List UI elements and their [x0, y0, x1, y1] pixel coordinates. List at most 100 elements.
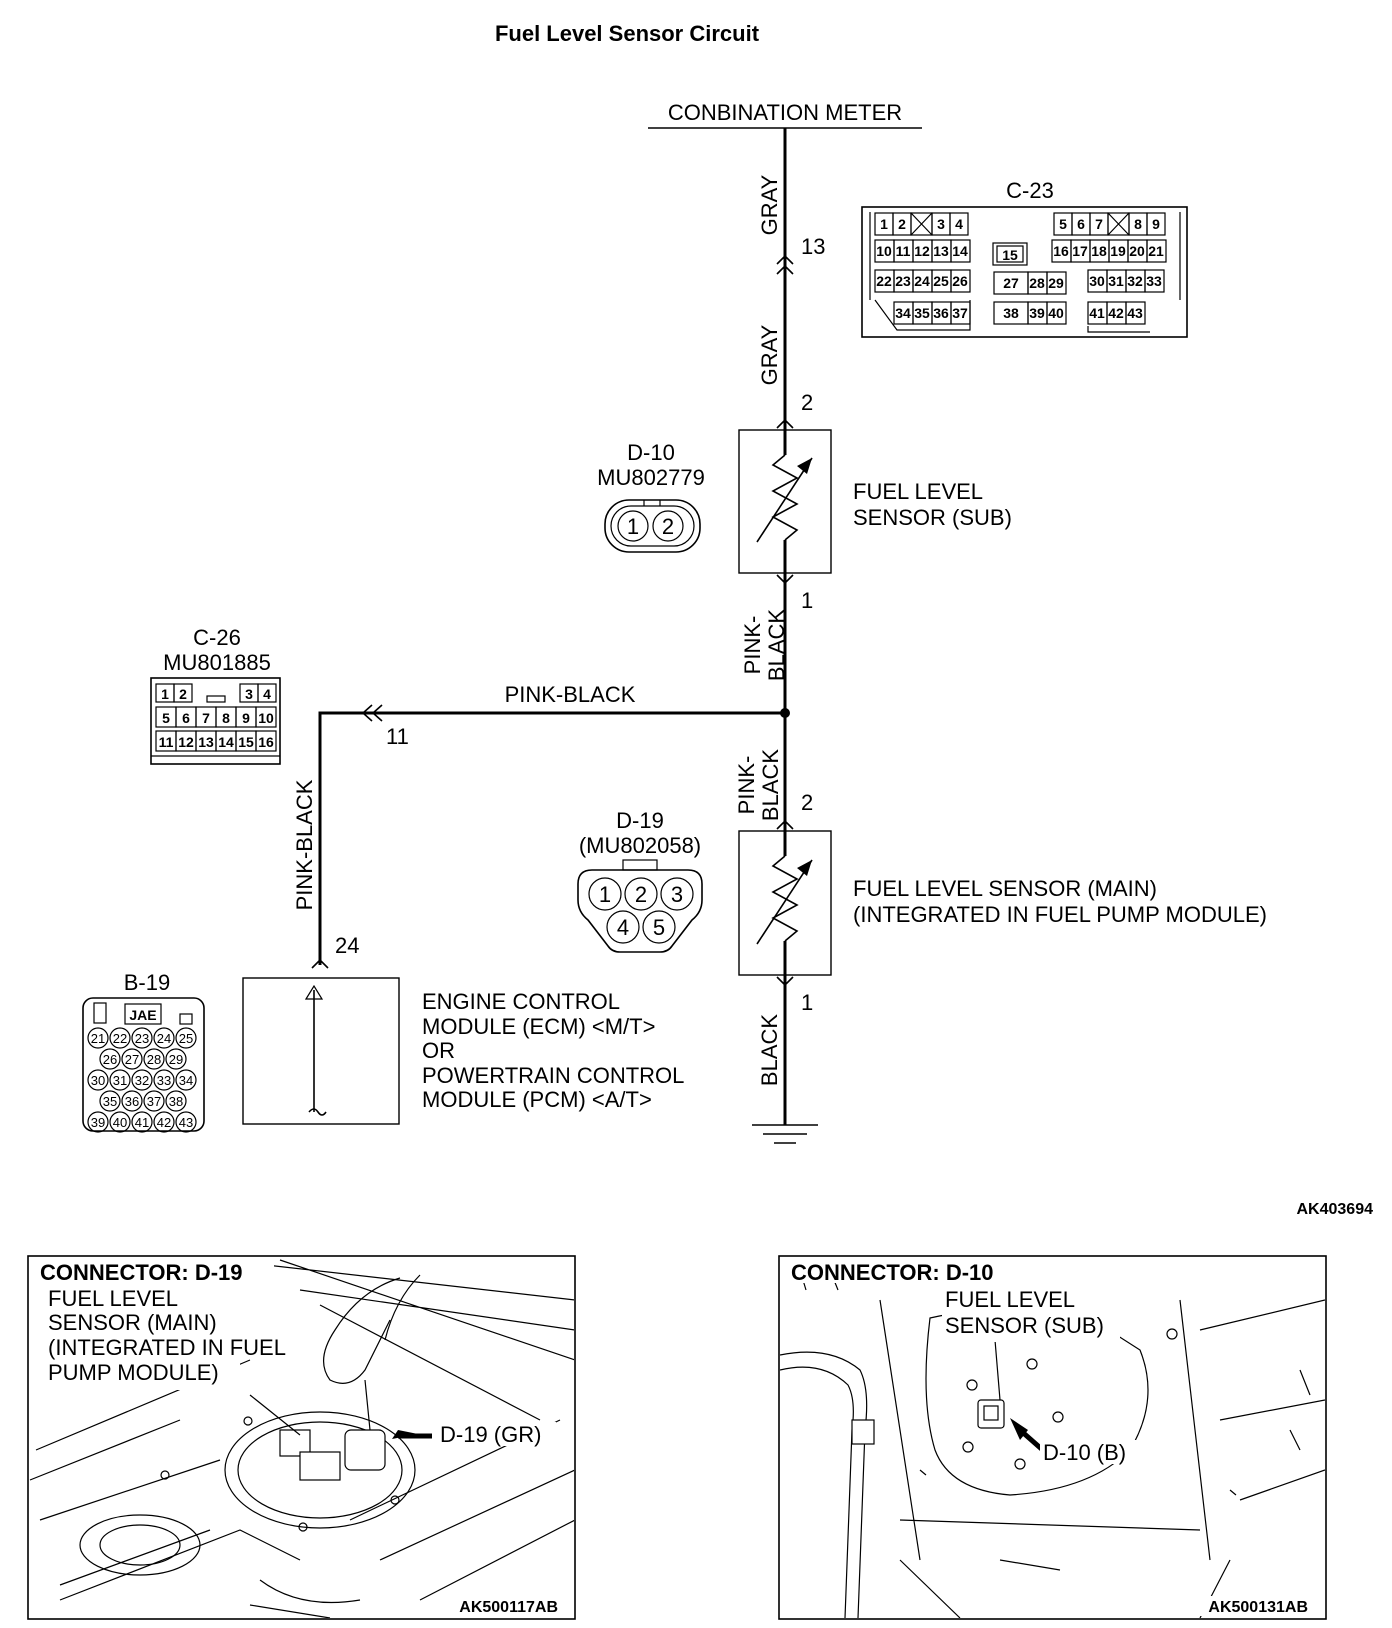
d19-part: (MU802058)	[579, 833, 701, 858]
c26-part: MU801885	[163, 650, 271, 675]
connector-d10-face: 1 2	[604, 499, 701, 553]
b19-pin-label: 22	[113, 1031, 127, 1046]
b19-label: B-19	[124, 970, 170, 995]
svg-text:42: 42	[1108, 305, 1124, 321]
svg-text:18: 18	[1091, 243, 1107, 259]
b19-pin	[109, 1069, 131, 1091]
wire-label-pink-black-horizontal: PINK-BLACK	[505, 682, 636, 707]
inset-left-callout-1: FUEL LEVEL	[48, 1286, 178, 1311]
svg-text:37: 37	[952, 305, 968, 321]
svg-text:5: 5	[1059, 216, 1067, 232]
svg-text:35: 35	[914, 305, 930, 321]
b19-pin-label: 34	[179, 1073, 193, 1088]
b19-pin-label: 35	[103, 1094, 117, 1109]
b19-pin	[165, 1090, 187, 1112]
inset-connector-d10: CONNECTOR: D-10 FUEL LEVEL SENSOR (SUB) …	[778, 1255, 1327, 1620]
sub-label-line1: FUEL LEVEL	[853, 479, 983, 504]
svg-text:28: 28	[1029, 275, 1045, 291]
b19-pin-label: 24	[157, 1031, 171, 1046]
inset-left-callout-2: SENSOR (MAIN)	[48, 1310, 217, 1335]
inset-left-heading: CONNECTOR: D-19	[40, 1260, 243, 1285]
wire-label-gray-upper: GRAY	[757, 174, 782, 235]
b19-pin	[87, 1111, 109, 1133]
svg-text:36: 36	[933, 305, 949, 321]
inset-connector-d19: CONNECTOR: D-19 FUEL LEVEL SENSOR (MAIN)…	[27, 1255, 576, 1620]
ecm-box	[242, 977, 400, 1125]
b19-pin	[131, 1111, 153, 1133]
svg-text:10: 10	[876, 243, 892, 259]
connector-mark-11	[361, 704, 383, 722]
svg-text:9: 9	[1152, 216, 1160, 232]
svg-text:39: 39	[1029, 305, 1045, 321]
ecm-pin-24: 24	[335, 933, 359, 958]
wire-label-pink-black-left: PINK-BLACK	[292, 779, 317, 910]
figure-code: AK403694	[1297, 1201, 1374, 1218]
b19-pin	[165, 1048, 187, 1070]
inset-left-callout-4: PUMP MODULE)	[48, 1360, 219, 1385]
b19-pin-label: 41	[135, 1115, 149, 1130]
ecm-label-line1: ENGINE CONTROL	[422, 989, 620, 1014]
svg-text:1: 1	[627, 514, 639, 539]
pink-black-branch-wire	[318, 711, 785, 965]
sub-bottom-connector-mark	[776, 574, 794, 585]
inset-left-callout-3: (INTEGRATED IN FUEL	[48, 1335, 286, 1360]
c23-label: C-23	[1006, 178, 1054, 203]
svg-text:15: 15	[238, 734, 254, 750]
svg-text:20: 20	[1129, 243, 1145, 259]
ecm-label-line2: MODULE (ECM) <M/T>	[422, 1014, 655, 1039]
svg-text:4: 4	[955, 216, 963, 232]
b19-pin-label: 37	[147, 1094, 161, 1109]
svg-text:32: 32	[1127, 273, 1143, 289]
main-pin-1: 1	[801, 990, 813, 1015]
b19-pin-label: 33	[157, 1073, 171, 1088]
svg-text:16: 16	[258, 734, 274, 750]
b19-pin-label: 40	[113, 1115, 127, 1130]
svg-text:7: 7	[1095, 216, 1103, 232]
c26-label: C-26	[193, 625, 241, 650]
b19-pin-label: 39	[91, 1115, 105, 1130]
svg-text:5: 5	[162, 710, 170, 726]
svg-text:12: 12	[914, 243, 930, 259]
svg-text:JAE: JAE	[129, 1007, 156, 1023]
svg-text:38: 38	[1003, 305, 1019, 321]
b19-pin-label: 31	[113, 1073, 127, 1088]
svg-text:23: 23	[895, 273, 911, 289]
wire-label-pink-black-lower: PINK-BLACK	[734, 749, 783, 821]
b19-pin	[87, 1027, 109, 1049]
svg-text:6: 6	[182, 710, 190, 726]
svg-text:33: 33	[1146, 273, 1162, 289]
b19-pin	[131, 1069, 153, 1091]
svg-text:3: 3	[671, 882, 683, 907]
svg-text:43: 43	[1127, 305, 1143, 321]
svg-text:1: 1	[599, 882, 611, 907]
b19-pin	[143, 1048, 165, 1070]
svg-text:15: 15	[1002, 247, 1018, 263]
wire-label-pink-black-upper: PINK-BLACK	[740, 609, 789, 681]
svg-text:13: 13	[933, 243, 949, 259]
svg-text:14: 14	[218, 734, 234, 750]
main-label-line2: (INTEGRATED IN FUEL PUMP MODULE)	[853, 902, 1267, 927]
b19-pin-label: 43	[179, 1115, 193, 1130]
wire-label-black: BLACK	[757, 1014, 782, 1086]
b19-pin	[131, 1027, 153, 1049]
svg-text:3: 3	[245, 686, 253, 702]
svg-text:10: 10	[258, 710, 274, 726]
main-variable-arrow	[756, 859, 813, 945]
svg-text:8: 8	[222, 710, 230, 726]
d19-label: D-19	[616, 808, 664, 833]
d10-part: MU802779	[597, 465, 705, 490]
svg-text:2: 2	[179, 686, 187, 702]
sub-resistor	[771, 454, 799, 541]
svg-text:9: 9	[242, 710, 250, 726]
b19-pin	[109, 1111, 131, 1133]
b19-pin	[121, 1090, 143, 1112]
inset-right-callout-1: FUEL LEVEL	[945, 1287, 1075, 1312]
connector-d19-face: 1 2 3 4 5	[577, 859, 703, 953]
b19-pin-label: 21	[91, 1031, 105, 1046]
b19-pin-label: 25	[179, 1031, 193, 1046]
main-top-connector-mark	[776, 819, 794, 830]
b19-pin	[175, 1027, 197, 1049]
pin-13: 13	[801, 234, 825, 259]
connector-c23: C-23 1 2 3 4 5 6 7 8 9 10 11 12 13 14 15…	[861, 178, 1188, 338]
